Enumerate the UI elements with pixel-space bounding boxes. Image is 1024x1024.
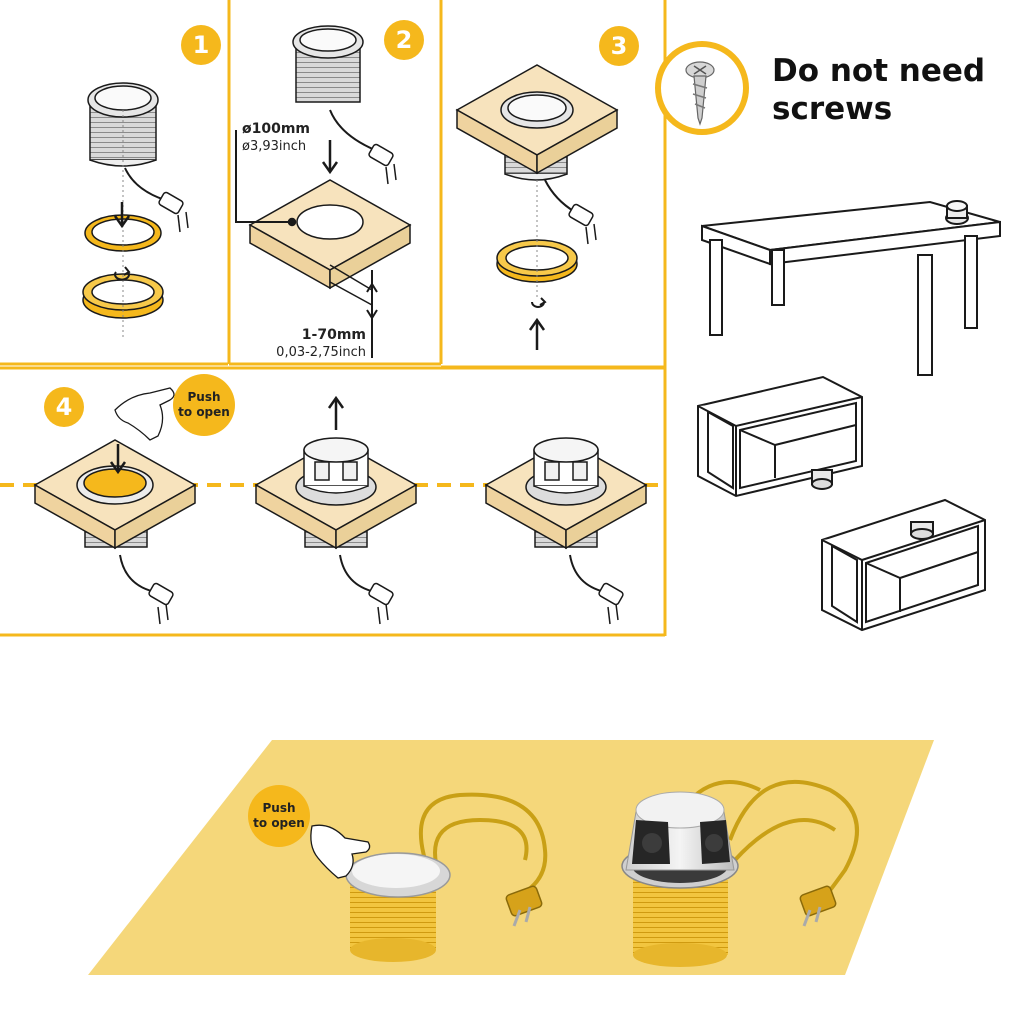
arrow-down-icon (113, 202, 131, 229)
plug-icon (505, 885, 543, 927)
rotate-icon (114, 266, 131, 281)
arrow-up-icon (327, 395, 345, 430)
step1-unit (82, 82, 189, 340)
step-1-badge: 1 (181, 25, 221, 65)
thickness-inch: 0,03-2,75inch (276, 344, 366, 360)
arrow-down-icon (321, 140, 339, 175)
rotate-icon (531, 297, 547, 308)
floor-surface (88, 740, 934, 975)
hand-icon (114, 387, 175, 441)
step-2-badge: 2 (384, 20, 424, 60)
open-socket-tower (621, 791, 739, 967)
plug-icon (799, 885, 837, 927)
push-to-open-bottom-badge: Push to open (248, 785, 310, 847)
hand-icon (310, 824, 371, 879)
drawer-box-2 (821, 498, 986, 632)
diameter-inch: ø3,93inch (242, 138, 307, 154)
arrow-up-icon (528, 317, 546, 350)
arrow-up-icon (366, 282, 378, 320)
diameter-label: ø100mm ø3,93inch (242, 121, 310, 155)
thickness-label: 1-70mm 0,03-2,75inch (268, 327, 366, 361)
arrow-down-icon (109, 444, 127, 475)
step-3-badge: 3 (599, 26, 639, 66)
cable-left (418, 792, 548, 897)
screw-icon (655, 41, 749, 135)
closed-socket (345, 852, 451, 962)
step4-unit-a (33, 439, 197, 625)
step2-unit (235, 25, 412, 358)
step4-unit-b (254, 437, 418, 625)
step-4-badge: 4 (44, 387, 84, 427)
step4-unit-c (484, 437, 648, 625)
push-to-open-badge: Push to open (173, 374, 235, 436)
thickness-mm: 1-70mm (301, 327, 366, 343)
diameter-mm: ø100mm (242, 121, 311, 137)
step3-unit (455, 64, 619, 300)
table-illustration (701, 200, 1001, 376)
drawer-box-1 (697, 375, 863, 498)
no-screws-heading: Do not need screws (772, 53, 986, 127)
